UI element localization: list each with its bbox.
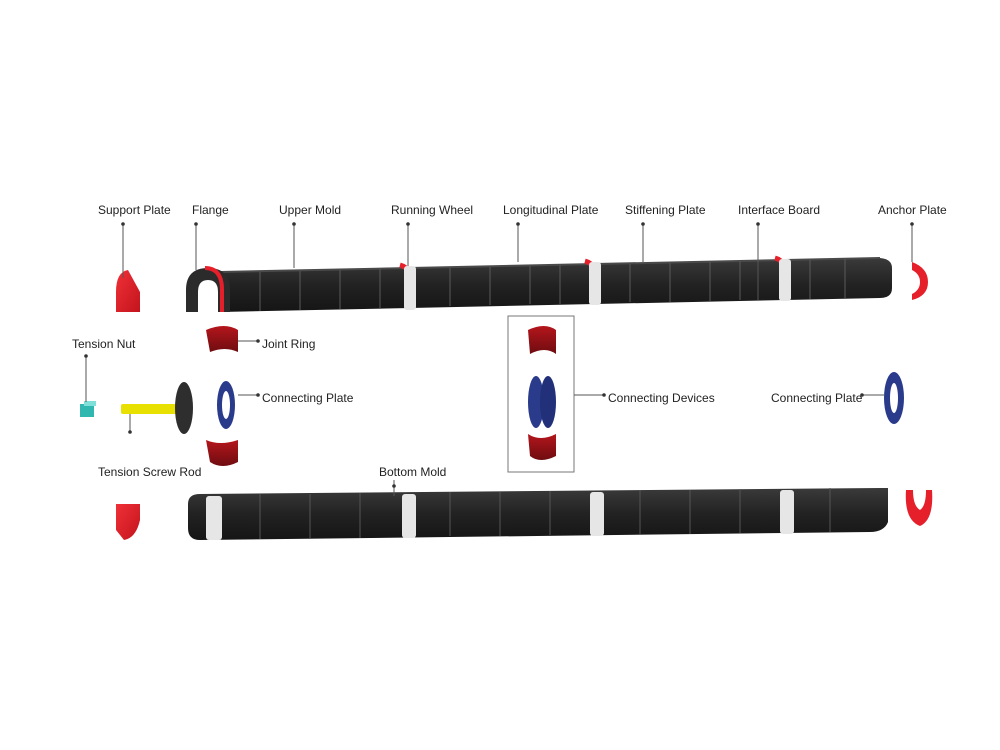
label-running-wheel: Running Wheel [391, 203, 474, 217]
label-connecting-devices: Connecting Devices [608, 391, 715, 405]
label-flange: Flange [192, 203, 229, 217]
label-stiffening-plate: Stiffening Plate [625, 203, 706, 217]
joint-ring-lower [206, 440, 238, 466]
bottom-mold [188, 488, 888, 540]
flange [186, 266, 230, 312]
label-connecting-plate-left: Connecting Plate [262, 391, 354, 405]
label-tension-nut: Tension Nut [72, 337, 136, 351]
connecting-devices [507, 315, 575, 473]
label-tension-screw-rod: Tension Screw Rod [98, 465, 202, 479]
tension-nut [80, 401, 96, 417]
support-plate-top [116, 270, 140, 312]
upper-mold [219, 257, 892, 312]
joint-ring [206, 326, 238, 352]
anchor-plate-top [912, 262, 928, 300]
label-longitudinal-plate: Longitudinal Plate [503, 203, 599, 217]
label-joint-ring: Joint Ring [262, 337, 316, 351]
label-upper-mold: Upper Mold [279, 203, 342, 217]
connecting-plate-right [884, 372, 904, 424]
label-interface-board: Interface Board [738, 203, 821, 217]
connecting-plate-left [217, 381, 235, 429]
label-connecting-plate-right: Connecting Plate [771, 391, 863, 405]
tension-screw-rod [121, 382, 193, 434]
leader-dots [84, 222, 914, 488]
label-anchor-plate: Anchor Plate [878, 203, 947, 217]
leader-lines [85, 224, 913, 496]
label-bottom-mold: Bottom Mold [379, 465, 447, 479]
anchor-plate-bottom [905, 490, 933, 526]
upper-running-wheels [399, 255, 791, 310]
label-support-plate: Support Plate [98, 203, 171, 217]
support-plate-bottom [116, 504, 140, 540]
